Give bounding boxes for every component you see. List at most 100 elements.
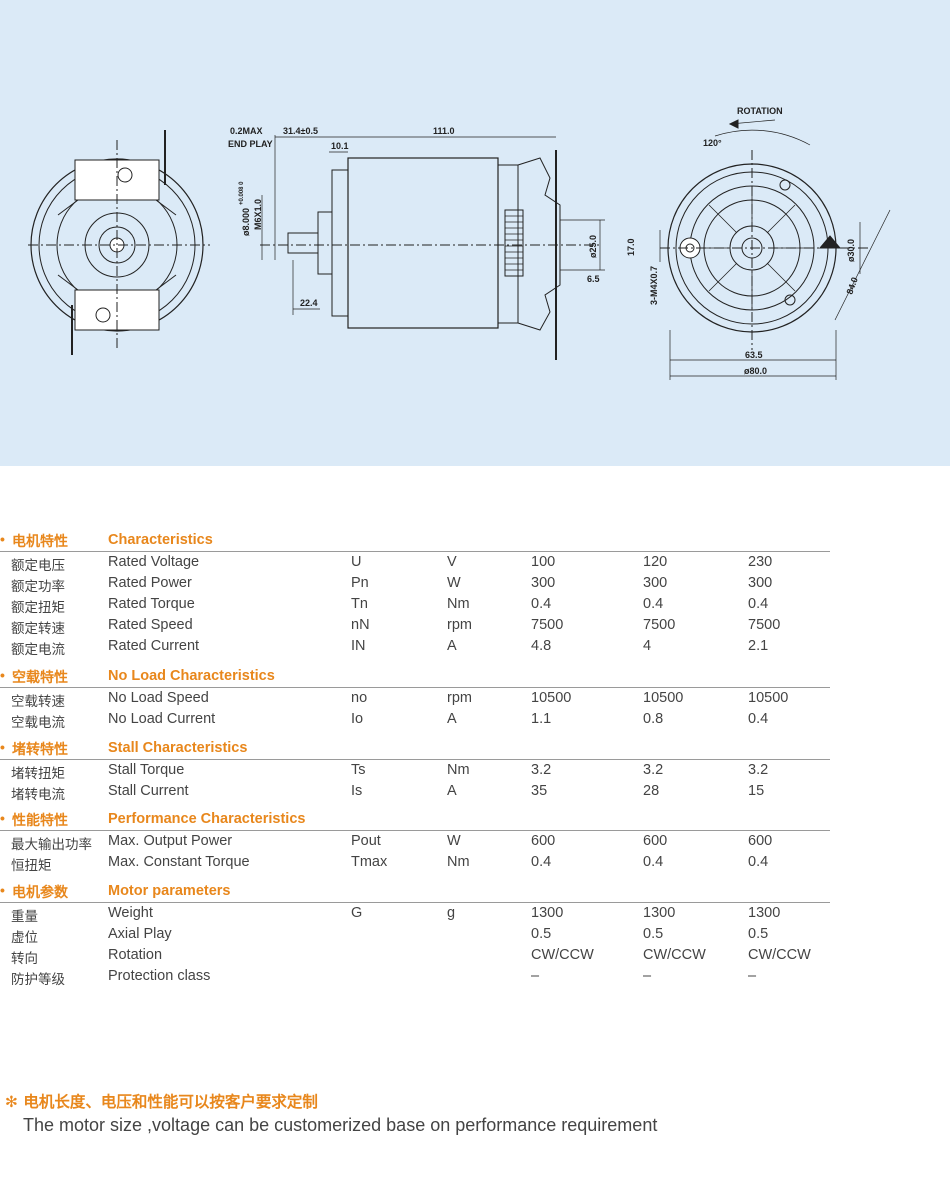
param-symbol: Is [351,783,363,799]
value-col-1: 300 [531,575,556,591]
param-name-en: Rotation [108,947,163,963]
dim-holes: 3-M4X0.7 [649,266,659,305]
value-col-1: 0.4 [531,596,552,612]
param-unit: W [447,833,461,849]
value-col-2: 4 [643,638,652,654]
param-unit: Nm [447,762,470,778]
param-symbol: Ts [351,762,366,778]
param-name-cn: 空载转速 [11,694,65,710]
param-name-en: Stall Current [108,783,189,799]
dim-17: 17.0 [626,238,636,256]
bullet-icon: • [0,810,5,826]
dim-25: ø25.0 [588,235,598,258]
param-symbol: no [351,690,368,706]
right-end-view [659,119,891,380]
dim-22-4: 22.4 [300,298,318,308]
footnote: ✻ 电机长度、电压和性能可以按客户要求定制 The motor size ,vo… [5,1090,657,1136]
section-title-cn: 电机参数 [12,885,68,901]
param-name-cn: 额定扭矩 [11,600,65,616]
param-name-cn: 堵转扭矩 [11,766,65,782]
section-title-cn: 电机特性 [12,534,68,550]
value-col-3: 0.4 [748,596,769,612]
dim-shaft: ø8.000 [241,208,251,236]
param-symbol: Tn [351,596,368,612]
value-col-3: – [748,968,757,984]
param-name-en: No Load Current [108,711,216,727]
param-name-cn: 重量 [11,909,38,925]
value-col-1: 10500 [531,690,572,706]
value-col-3: 3.2 [748,762,769,778]
value-col-2: 300 [643,575,668,591]
value-col-2: 10500 [643,690,684,706]
param-name-en: Rated Speed [108,617,193,633]
section-title-en: No Load Characteristics [108,668,275,684]
param-name-cn: 额定功率 [11,579,65,595]
value-col-3: 7500 [748,617,781,633]
value-col-2: – [643,968,652,984]
section-title-en: Characteristics [108,532,213,548]
value-col-2: 7500 [643,617,676,633]
value-col-3: 600 [748,833,773,849]
param-name-en: Stall Torque [108,762,185,778]
value-col-2: 120 [643,554,668,570]
param-symbol: U [351,554,362,570]
section-title-en: Stall Characteristics [108,740,248,756]
param-name-en: Rated Voltage [108,554,200,570]
bullet-icon: • [0,739,5,755]
dim-80: ø80.0 [744,366,767,376]
value-col-3: 0.4 [748,711,769,727]
dim-6-5: 6.5 [587,274,600,284]
param-name-cn: 最大输出功率 [11,837,92,853]
param-name-cn: 额定电流 [11,642,65,658]
dim-63-5: 63.5 [745,350,763,360]
param-name-cn: 防护等级 [11,972,65,988]
value-col-1: – [531,968,540,984]
param-unit: rpm [447,617,472,633]
bullet-icon: • [0,531,5,547]
value-col-1: 100 [531,554,556,570]
value-col-2: 0.5 [643,926,664,942]
param-name-cn: 空载电流 [11,715,65,731]
value-col-2: CW/CCW [643,947,706,963]
section-title-cn: 性能特性 [12,813,68,829]
value-col-1: 3.2 [531,762,552,778]
dim-84: 84.0 [844,276,859,296]
value-col-1: 7500 [531,617,564,633]
param-unit: W [447,575,461,591]
bullet-icon: • [0,667,5,683]
value-col-1: 4.8 [531,638,552,654]
param-symbol: G [351,905,363,921]
value-col-3: 300 [748,575,773,591]
param-unit: A [447,638,457,654]
value-col-3: 0.5 [748,926,769,942]
value-col-1: 1.1 [531,711,552,727]
value-col-2: 0.4 [643,854,664,870]
value-col-2: 28 [643,783,660,799]
param-name-cn: 额定转速 [11,621,65,637]
param-symbol: Pout [351,833,381,849]
dim-31-4: 31.4±0.5 [283,126,318,136]
value-col-2: 600 [643,833,668,849]
value-col-3: 0.4 [748,854,769,870]
param-unit: Nm [447,596,470,612]
value-col-1: 0.4 [531,854,552,870]
param-unit: g [447,905,456,921]
footnote-en: The motor size ,voltage can be customeri… [23,1115,658,1135]
value-col-1: CW/CCW [531,947,594,963]
dim-shaft-tol: +0.008 0 [239,181,245,205]
value-col-3: 10500 [748,690,789,706]
value-col-1: 35 [531,783,548,799]
